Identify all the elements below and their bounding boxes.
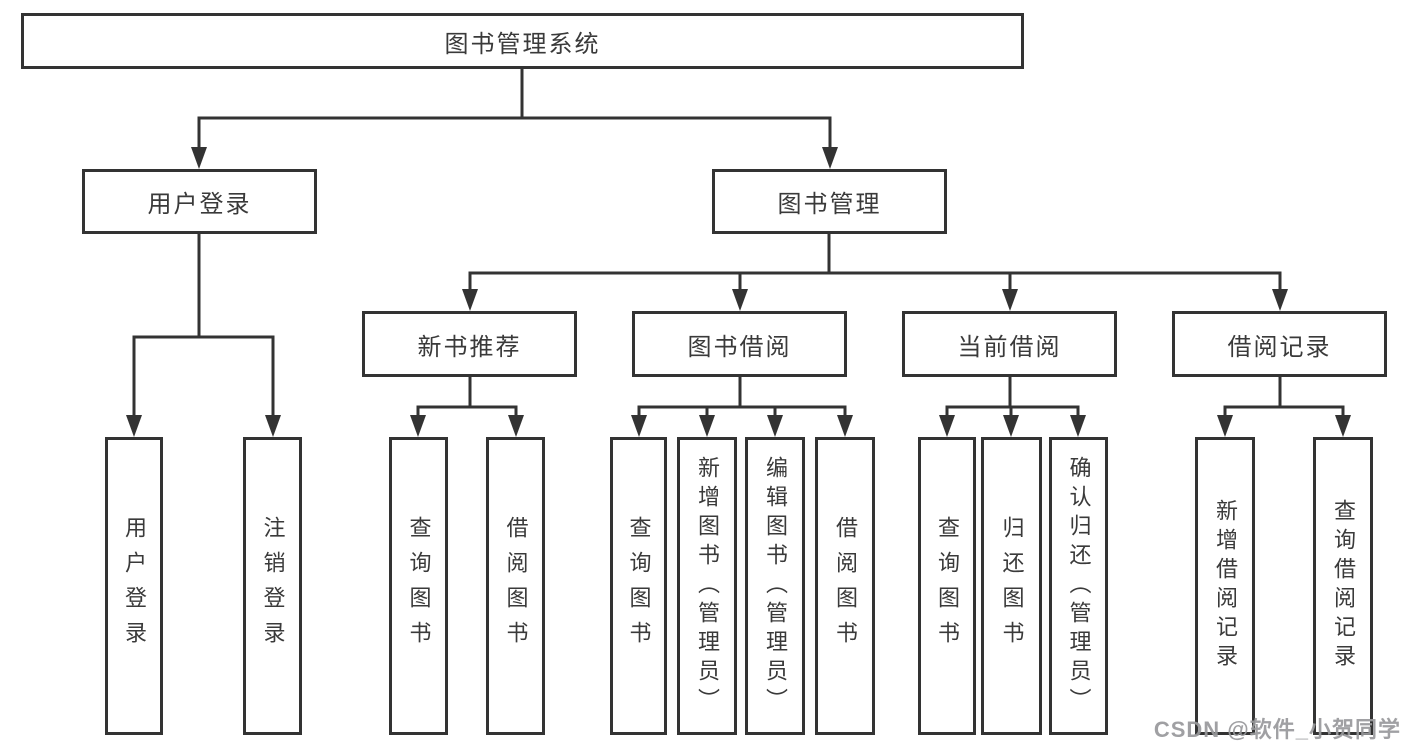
node-label-new-book-recommend: 新书推荐: [417, 333, 522, 361]
node-borrow-add-book: 新增图书（管理员）: [677, 437, 737, 735]
arrowhead-down-icon: [1003, 415, 1019, 437]
arrowhead-down-icon: [939, 415, 955, 437]
node-label-recommend-query-book: 查询图书: [406, 516, 432, 656]
node-label-user-login-action: 用户登录: [122, 516, 147, 656]
node-borrow-borrow-book: 借阅图书: [815, 437, 875, 735]
node-label-logout-action: 注销登录: [260, 516, 286, 656]
arrowhead-down-icon: [822, 147, 838, 169]
node-label-current-confirm-return: 确认归还（管理员）: [1066, 455, 1092, 717]
node-user-login: 用户登录: [82, 169, 317, 234]
connector-6: [1217, 377, 1351, 437]
node-book-management: 图书管理: [712, 169, 947, 234]
node-new-book-recommend: 新书推荐: [362, 311, 577, 377]
arrowhead-down-icon: [1217, 415, 1233, 437]
node-current-query-book: 查询图书: [918, 437, 976, 735]
arrowhead-down-icon: [462, 289, 478, 311]
connector-5: [939, 377, 1086, 437]
node-recommend-borrow-book: 借阅图书: [486, 437, 545, 735]
arrowhead-down-icon: [699, 415, 715, 437]
node-borrow-records: 借阅记录: [1172, 311, 1387, 377]
arrowhead-down-icon: [410, 415, 426, 437]
node-label-book-borrow: 图书借阅: [687, 333, 792, 361]
arrowhead-down-icon: [508, 415, 524, 437]
node-label-book-management: 图书管理: [777, 191, 882, 218]
arrowhead-down-icon: [126, 415, 142, 437]
arrowhead-down-icon: [1002, 289, 1018, 311]
node-records-query-record: 查询借阅记录: [1313, 437, 1373, 735]
connector-1: [126, 234, 281, 437]
node-label-recommend-borrow-book: 借阅图书: [503, 516, 529, 656]
arrowhead-down-icon: [265, 415, 281, 437]
connector-4: [631, 377, 853, 437]
node-recommend-query-book: 查询图书: [389, 437, 448, 735]
node-label-borrow-add-book: 新增图书（管理员）: [695, 455, 720, 717]
node-current-confirm-return: 确认归还（管理员）: [1049, 437, 1108, 735]
arrowhead-down-icon: [631, 415, 647, 437]
arrowhead-down-icon: [767, 415, 783, 437]
node-label-current-borrow: 当前借阅: [957, 333, 1062, 361]
arrowhead-down-icon: [1070, 415, 1086, 437]
node-label-current-query-book: 查询图书: [935, 516, 960, 656]
node-label-borrow-borrow-book: 借阅图书: [833, 516, 858, 656]
node-label-user-login: 用户登录: [147, 191, 252, 218]
node-label-records-query-record: 查询借阅记录: [1331, 499, 1356, 673]
node-label-root: 图书管理系统: [444, 30, 601, 58]
node-user-login-action: 用户登录: [105, 437, 163, 735]
node-current-borrow: 当前借阅: [902, 311, 1117, 377]
watermark: CSDN @软件_小贺同学: [1153, 717, 1401, 742]
arrowhead-down-icon: [837, 415, 853, 437]
node-logout-action: 注销登录: [243, 437, 302, 735]
node-root: 图书管理系统: [21, 13, 1024, 69]
node-current-return-book: 归还图书: [981, 437, 1042, 735]
node-label-borrow-edit-book: 编辑图书（管理员）: [763, 455, 788, 717]
node-label-current-return-book: 归还图书: [999, 516, 1025, 656]
arrowhead-down-icon: [1335, 415, 1351, 437]
connector-0: [191, 69, 838, 169]
node-borrow-edit-book: 编辑图书（管理员）: [745, 437, 805, 735]
arrowhead-down-icon: [191, 147, 207, 169]
node-records-add-record: 新增借阅记录: [1195, 437, 1255, 735]
arrowhead-down-icon: [1272, 289, 1288, 311]
connector-2: [462, 234, 1288, 311]
arrowhead-down-icon: [732, 289, 748, 311]
node-label-borrow-records: 借阅记录: [1227, 333, 1332, 361]
node-label-records-add-record: 新增借阅记录: [1213, 499, 1238, 673]
node-book-borrow: 图书借阅: [632, 311, 847, 377]
connector-3: [410, 377, 524, 437]
node-label-borrow-query-book: 查询图书: [626, 516, 652, 656]
node-borrow-query-book: 查询图书: [610, 437, 667, 735]
